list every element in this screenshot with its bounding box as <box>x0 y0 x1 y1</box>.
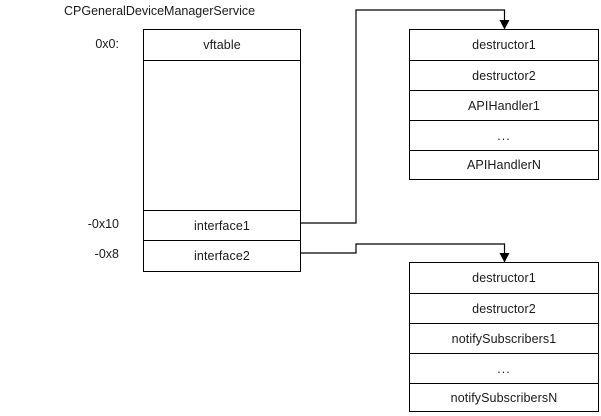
vtable-box-notify: destructor1 destructor2 notifySubscriber… <box>409 262 599 412</box>
vtable-box-api: destructor1 destructor2 APIHandler1 ... … <box>409 29 599 180</box>
vtable-api-entry-destructor2: destructor2 <box>410 60 598 90</box>
connector-interface2-to-notify-vtable <box>301 243 506 255</box>
vtable-notify-entry-destructor1: destructor1 <box>472 271 536 285</box>
page-title: CPGeneralDeviceManagerService <box>64 4 256 18</box>
vtable-api-entry-apihandler1: APIHandler1 <box>410 90 598 120</box>
vtable-api-entry-destructor1: destructor1 <box>472 38 536 52</box>
offset-label-minus-0x10: -0x10 <box>87 217 119 231</box>
vtable-notify-entry-destructor2: destructor2 <box>410 293 598 323</box>
object-row-padding <box>144 60 300 210</box>
object-row-interface1: interface1 <box>144 210 300 240</box>
object-layout-box: vftable interface1 interface2 <box>143 29 301 272</box>
vtable-api-entry-apihandlerN: APIHandlerN <box>410 150 598 179</box>
object-row-interface2: interface2 <box>144 240 300 270</box>
vtable-notify-entry-notifysubscribersN: notifySubscribersN <box>410 383 598 412</box>
offset-label-minus-0x8: -0x8 <box>94 247 119 261</box>
vtable-notify-entry-notifysubscribers1: notifySubscribers1 <box>410 323 598 353</box>
object-row-vftable: vftable <box>203 38 241 52</box>
vtable-api-entry-ellipsis: ... <box>410 120 598 150</box>
offset-label-0x0: 0x0: <box>95 37 119 51</box>
vtable-notify-entry-ellipsis: ... <box>410 353 598 383</box>
